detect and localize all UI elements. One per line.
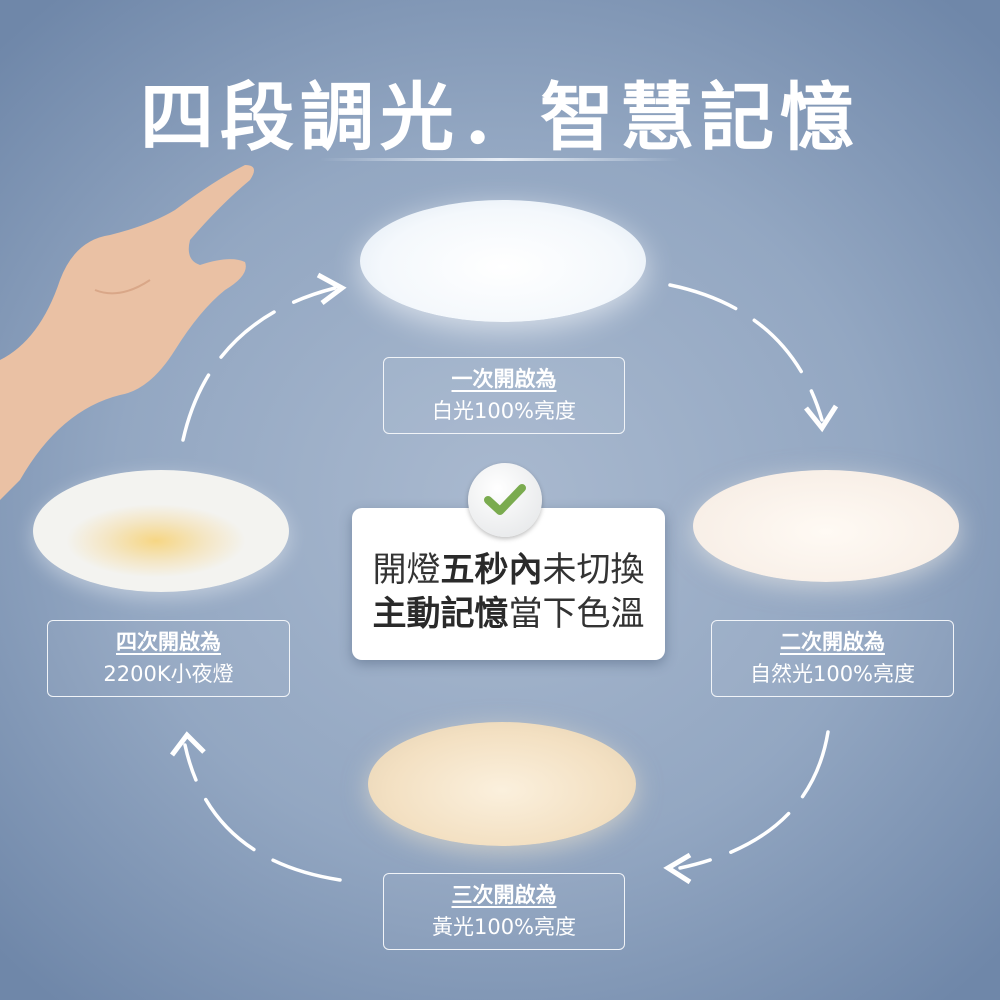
callout-emphasis: 主動記憶 [372,594,509,634]
step-3-label: 三次開啟為黃光100%亮度 [383,873,625,950]
arc-3-to-4 [678,730,830,870]
step-3-title: 三次開啟為 [451,883,557,907]
arrowhead-icon [804,404,839,433]
arc-1-to-2 [181,286,337,442]
arrowhead-icon [170,731,206,757]
lamp-natural [693,470,959,582]
step-4-desc: 2200K小夜燈 [103,662,234,686]
hand-illustration [0,165,254,500]
step-1-desc: 白光100%亮度 [431,399,577,423]
check-icon [468,463,542,537]
arc-2-to-3 [668,283,824,422]
step-4-title: 四次開啟為 [116,630,221,654]
arc-4-to-1 [183,743,342,882]
step-2-desc: 自然光100%亮度 [749,662,916,686]
step-1-title: 一次開啟為 [451,367,557,391]
step-1-label: 一次開啟為白光100%亮度 [383,357,625,434]
lamp-yellow [368,722,636,846]
lamp-white [360,200,646,322]
arrowhead-icon [316,272,347,305]
step-4-label: 四次開啟為 2200K小夜燈 [47,620,290,697]
step-3-desc: 黃光100%亮度 [431,915,577,939]
page-title: 四段調光．智慧記憶 [140,75,860,161]
arrowhead-icon [663,852,692,885]
title-divider [320,158,680,161]
lamp-nightlight [33,470,289,592]
callout-text: 未切換 [542,550,645,590]
step-2-label: 二次開啟為自然光100%亮度 [711,620,954,697]
callout-emphasis: 五秒內 [440,550,543,590]
callout-text: 開燈 [372,550,441,590]
callout-text: 當下色溫 [508,594,645,634]
step-2-title: 二次開啟為 [780,630,885,654]
